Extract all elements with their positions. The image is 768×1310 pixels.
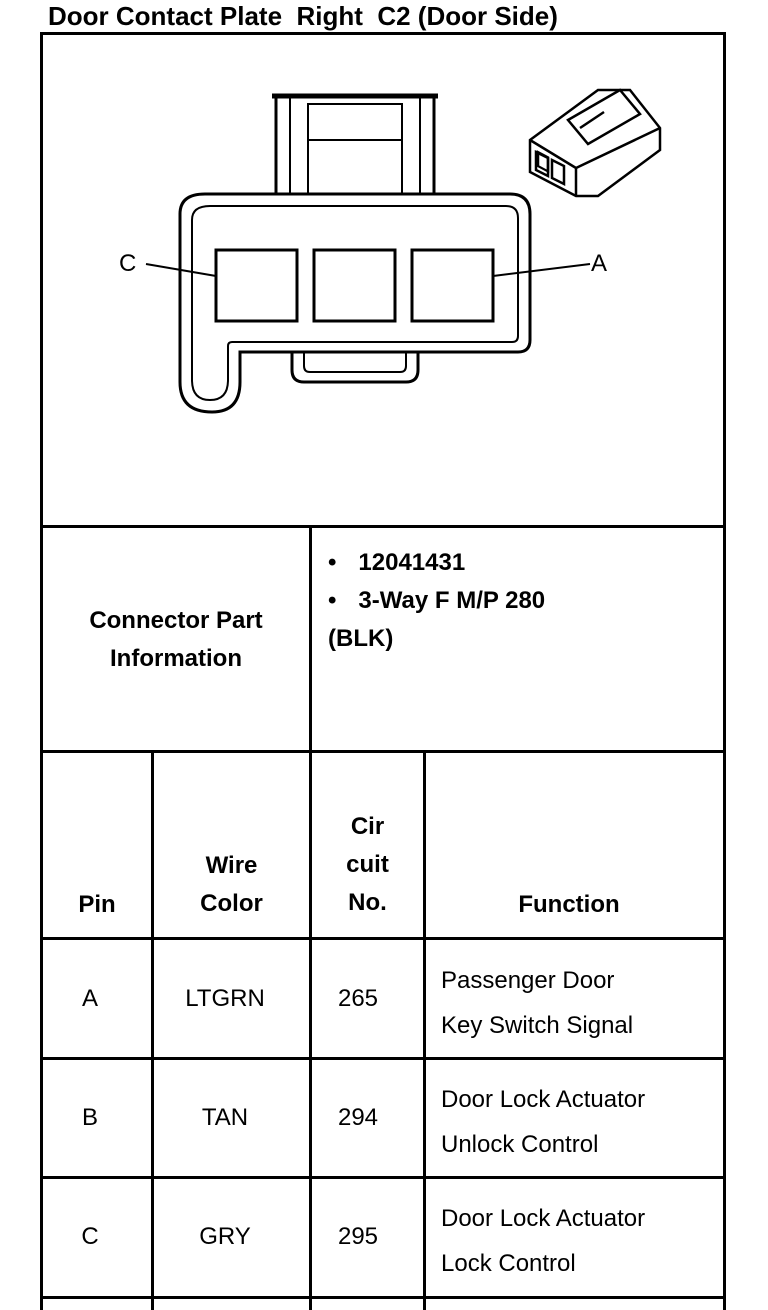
- row-c-circuit: 295: [337, 1223, 379, 1250]
- row-c-pin: C: [81, 1223, 99, 1250]
- row-a-pin: A: [81, 985, 98, 1012]
- bottom-key: [290, 352, 420, 384]
- housing-inner: [191, 205, 519, 402]
- header-wire-color: Wire Color: [200, 852, 263, 917]
- housing-outline: [178, 192, 532, 414]
- page-title: Door Contact Plate Right C2 (Door Side): [48, 1, 558, 31]
- row-b-function: Door Lock Actuator Unlock Control: [441, 1086, 646, 1158]
- connector-color-note: (BLK): [328, 625, 394, 652]
- header-function: Function: [518, 891, 620, 918]
- header-pin: Pin: [78, 891, 116, 918]
- latch-tab: [272, 93, 438, 195]
- row-a-circuit: 265: [337, 985, 379, 1012]
- part-info-values: •12041431 •3-Way F M/P 280 (BLK): [328, 544, 718, 658]
- cavity-a: [410, 248, 495, 323]
- connector-type-item: •3-Way F M/P 280: [328, 587, 546, 614]
- connector-iso-icon: [528, 88, 662, 198]
- connector-diagram: C A: [119, 88, 662, 414]
- row-a-wire-color: LTGRN: [185, 985, 265, 1012]
- pin-label-a: A: [591, 250, 607, 277]
- row-c-function: Door Lock Actuator Lock Control: [441, 1205, 646, 1277]
- pin-label-c: C: [119, 250, 136, 277]
- part-info-label: Connector Part Information: [89, 607, 263, 672]
- header-circuit-no: Cir cuit No.: [346, 813, 389, 916]
- cavity-b: [312, 248, 397, 323]
- part-number-item: •12041431: [328, 549, 466, 576]
- cavity-c: [214, 248, 299, 323]
- row-c-wire-color: GRY: [199, 1223, 251, 1250]
- row-a-function: Passenger Door Key Switch Signal: [441, 967, 634, 1039]
- row-b-pin: B: [81, 1104, 98, 1131]
- row-b-circuit: 294: [337, 1104, 379, 1131]
- row-b-wire-color: TAN: [201, 1104, 249, 1131]
